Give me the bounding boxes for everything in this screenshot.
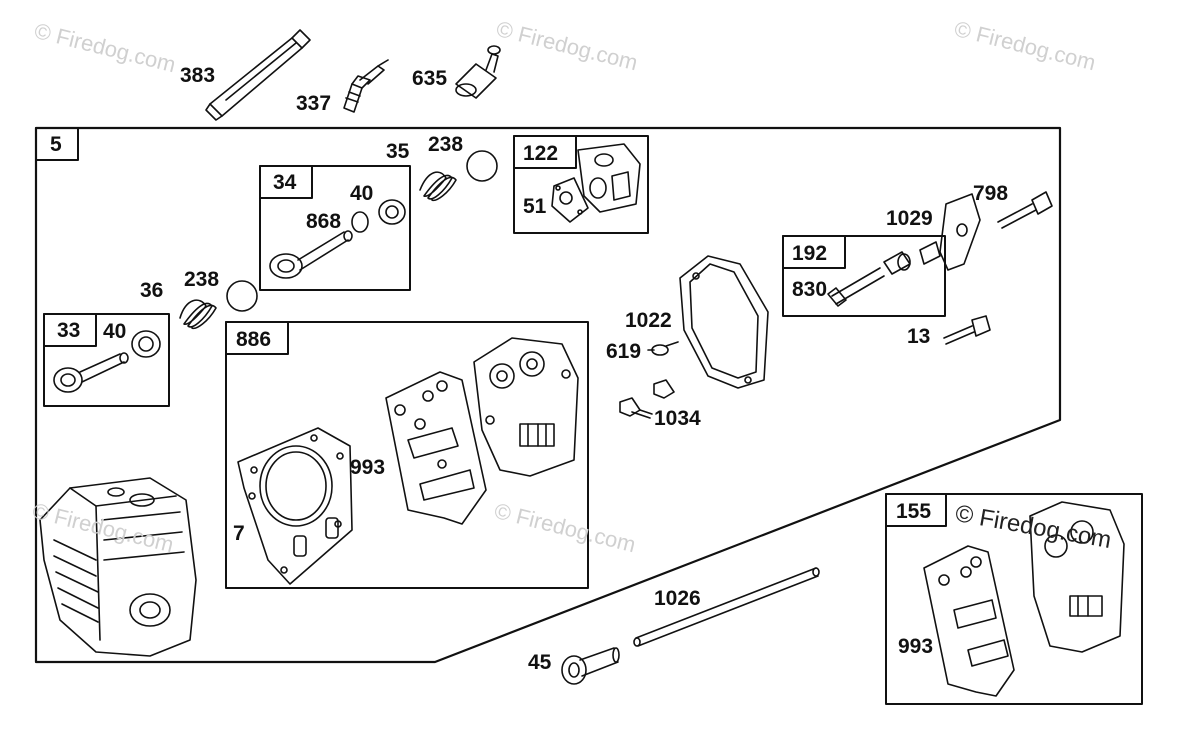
callout-886: 886: [236, 328, 272, 351]
callout-192: 192: [792, 242, 828, 265]
valve-cap-icon: [455, 45, 501, 99]
head-gasket-icon: [237, 427, 353, 585]
callout-13: 13: [907, 325, 931, 348]
callout-1029: 1029: [886, 207, 933, 230]
callout-830: 830: [792, 278, 828, 301]
valve-34-tab: [259, 165, 313, 199]
gasket-886-box: [225, 321, 589, 589]
valve-33-tab: [43, 313, 97, 347]
spark-plug-icon: [343, 59, 389, 113]
callout-40-lower: 40: [103, 320, 127, 343]
valve-stem-seal-icon: [351, 211, 369, 233]
callout-122: 122: [523, 142, 559, 165]
valve-spring-icon: [419, 171, 457, 202]
gasket-155-tab: [885, 493, 947, 527]
spring-retainer-icon-2: [226, 280, 258, 312]
bolt-icon: [943, 315, 991, 345]
valve-keeper-icon: [378, 199, 406, 225]
gasket-886-tab: [225, 321, 289, 355]
callout-1022: 1022: [625, 309, 672, 332]
breather-housing-icon: [577, 143, 641, 213]
breather-122-box: [513, 135, 649, 234]
callout-155: 155: [896, 500, 932, 523]
breather-122-tab: [513, 135, 577, 169]
valve-33-box: [43, 313, 170, 407]
screw-icon: [651, 341, 679, 356]
cylinder-head-icon: [39, 477, 197, 657]
callout-337: 337: [296, 92, 332, 115]
callout-619: 619: [606, 340, 642, 363]
callout-993: 993: [350, 456, 386, 479]
intake-valve-icon: [53, 352, 129, 393]
callout-798: 798: [973, 182, 1009, 205]
callout-1034: 1034: [654, 407, 701, 430]
callout-5: 5: [50, 133, 62, 156]
rocker-plate-icon: [473, 337, 579, 477]
cylinder-head-kit-frame: [34, 126, 1062, 664]
callout-51: 51: [523, 195, 547, 218]
rocker-192-box: [782, 235, 946, 317]
callout-238-lower: 238: [184, 268, 220, 291]
rocker-192-tab: [782, 235, 846, 269]
callout-7: 7: [233, 522, 245, 545]
rocker-cover-gasket-icon: [679, 255, 769, 389]
exhaust-valve-icon: [269, 230, 353, 279]
callout-35: 35: [386, 140, 410, 163]
callout-1026: 1026: [654, 587, 701, 610]
valve-34-box: [259, 165, 411, 291]
valve-keeper-icon-2: [131, 330, 161, 358]
callout-868: 868: [306, 210, 342, 233]
spring-retainer-icon: [466, 150, 498, 182]
intake-gasket-icon: [385, 371, 487, 525]
gasket-155-box: [885, 493, 1143, 705]
valve-tappet-icon: [561, 647, 620, 685]
callout-36: 36: [140, 279, 164, 302]
callout-383: 383: [180, 64, 216, 87]
callout-33: 33: [57, 319, 81, 342]
rocker-stud-icon: [997, 191, 1053, 229]
breather-gasket-icon: [551, 177, 589, 223]
leader-1034: [631, 411, 651, 419]
callout-635: 635: [412, 67, 448, 90]
valve-spring-icon-2: [179, 299, 217, 330]
adjusting-screw-icon: [827, 241, 941, 307]
callout-40: 40: [350, 182, 374, 205]
glow-plug-tool-icon: [205, 29, 311, 121]
push-rod-icon: [633, 567, 820, 647]
gasket-set-icon: [923, 501, 1125, 697]
callout-34: 34: [273, 171, 297, 194]
callout-45: 45: [528, 651, 552, 674]
callout-238: 238: [428, 133, 464, 156]
callout-993-set: 993: [898, 635, 934, 658]
kit-5-tab: [35, 127, 79, 161]
rocker-arm-icon: [939, 193, 981, 271]
